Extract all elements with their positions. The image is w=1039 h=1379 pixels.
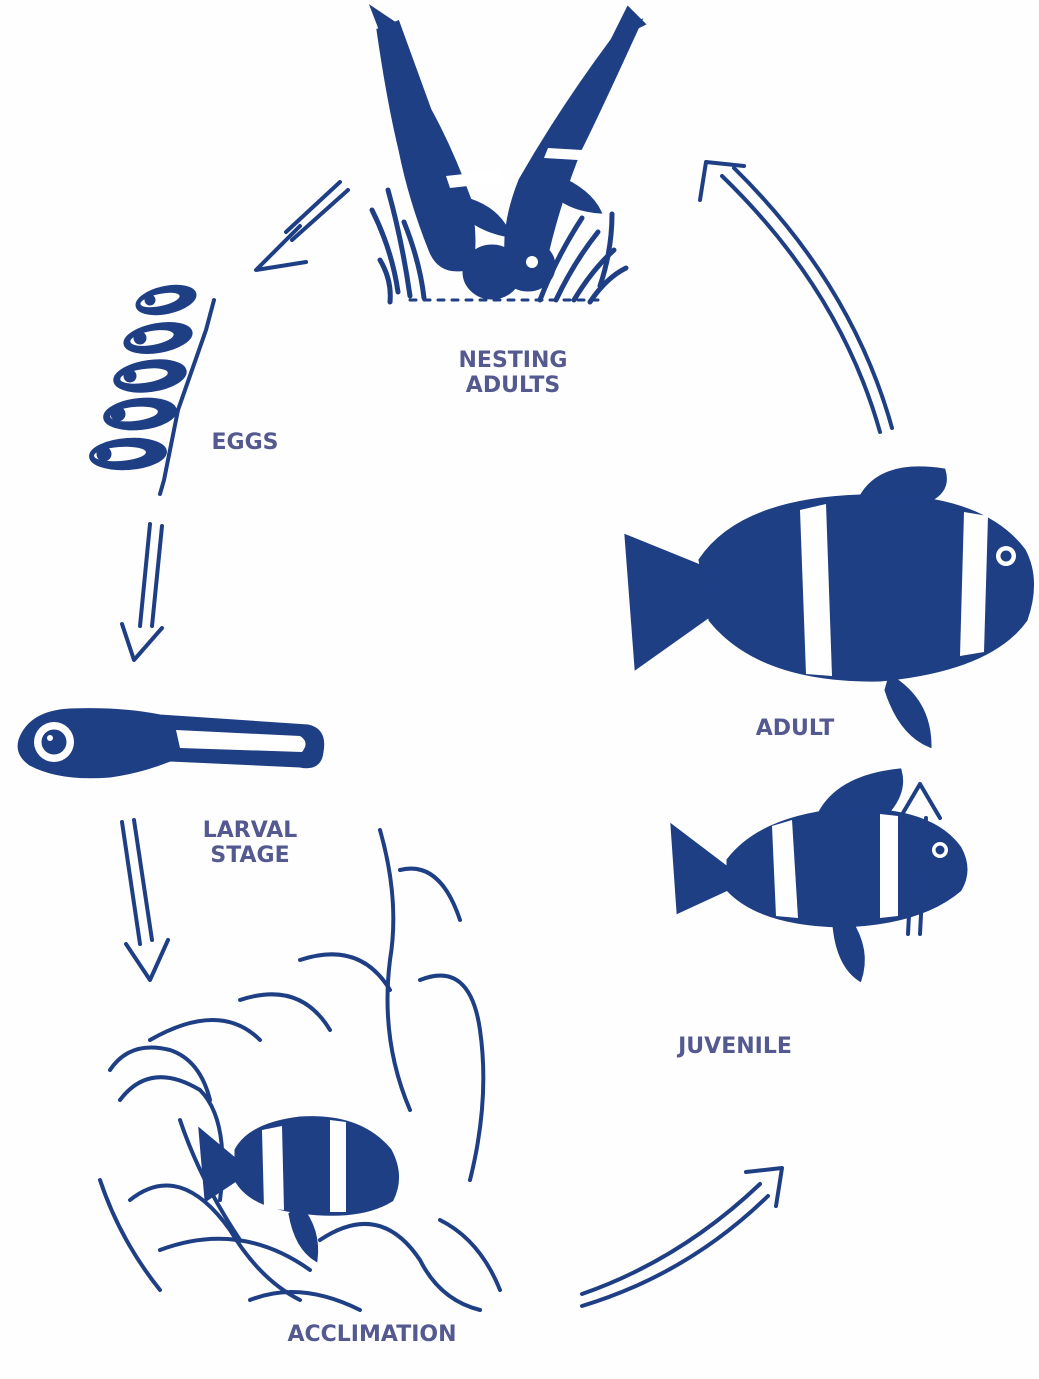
larva-illustration (19, 710, 323, 777)
nesting-adults-illustration (372, 8, 644, 302)
label-acclimation: ACCLIMATION (262, 1322, 482, 1347)
label-eggs: EGGS (190, 430, 300, 455)
label-larval-stage: LARVAL STAGE (175, 818, 325, 868)
label-nesting-adults-line1: NESTING (433, 348, 593, 373)
label-nesting-adults-line2: ADULTS (433, 373, 593, 398)
arrow-eggs-to-larva (122, 524, 162, 660)
label-nesting-adults: NESTING ADULTS (433, 348, 593, 398)
label-adult: ADULT (735, 716, 855, 741)
arrow-larva-to-acclimation (122, 820, 168, 980)
eggs-illustration (89, 281, 214, 494)
arrow-adult-to-nesting (700, 162, 892, 432)
acclimation-illustration (100, 830, 500, 1310)
label-larval-stage-line1: LARVAL (175, 818, 325, 843)
adult-illustration (626, 468, 1033, 746)
label-juvenile: JUVENILE (660, 1034, 810, 1059)
arrow-adults-to-eggs (256, 182, 348, 270)
arrow-acclimation-to-juvenile (582, 1168, 782, 1306)
label-larval-stage-line2: STAGE (175, 843, 325, 868)
